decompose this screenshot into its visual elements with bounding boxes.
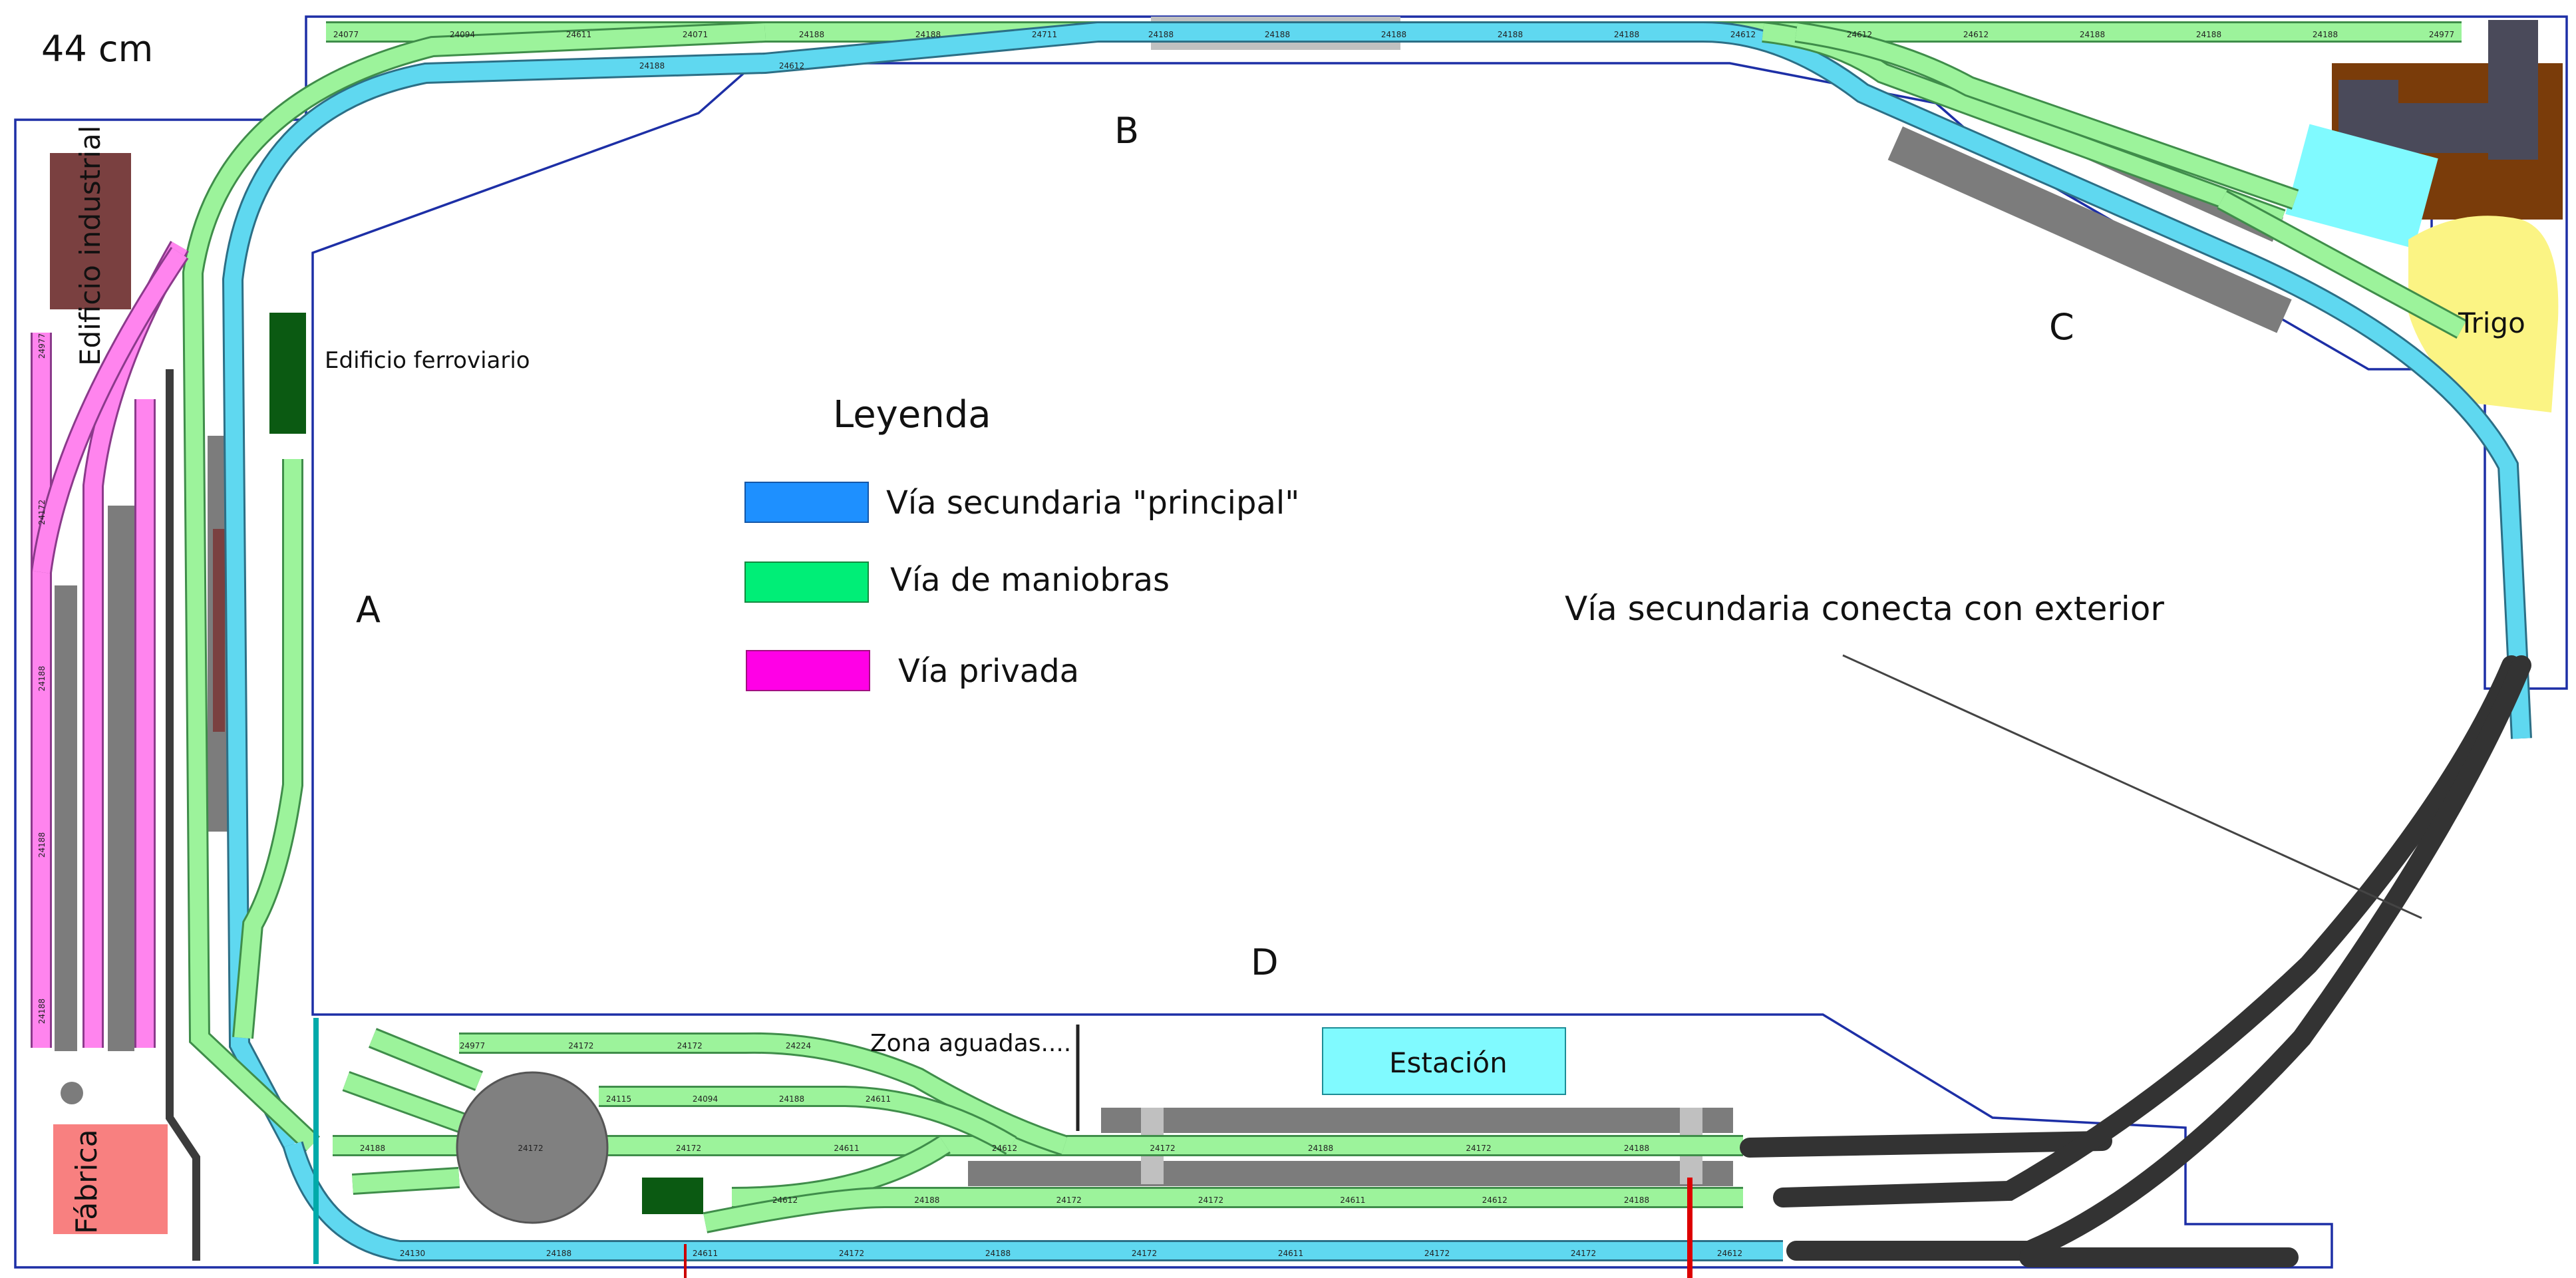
track-code: 24188: [1381, 30, 1406, 39]
factory-building: [53, 1124, 168, 1234]
track-code: 24612: [1482, 1196, 1508, 1205]
track-code: 24188: [799, 30, 824, 39]
legend-item-shunting: Vía de maniobras: [890, 561, 1170, 599]
track-code: 24188: [1148, 30, 1174, 39]
track-code: 24611: [1278, 1249, 1303, 1258]
platform-left-2: [108, 506, 134, 1051]
farm-area: [2285, 20, 2563, 412]
track-code: 24172: [37, 500, 47, 525]
track-code: 24188: [2080, 30, 2105, 39]
zone-d-label: D: [1251, 941, 1279, 983]
industrial-building-label: Edificio industrial: [74, 126, 106, 366]
farm-silo: [2285, 124, 2438, 249]
railway-building-label: Edificio ferroviario: [325, 347, 530, 374]
track-code: 24172: [1150, 1144, 1175, 1153]
track-code: 24188: [1308, 1144, 1333, 1153]
track-code: 24172: [518, 1144, 543, 1153]
track-code: 24172: [1056, 1196, 1082, 1205]
track-code: 24611: [693, 1249, 718, 1258]
track-code: 24188: [1614, 30, 1639, 39]
water-zone-label: Zona aguadas....: [870, 1030, 1071, 1057]
factory-label: Fábrica: [70, 1129, 104, 1234]
track-code: 24130: [400, 1249, 425, 1258]
platform-d-top: [1101, 1108, 1733, 1133]
track-code: 24612: [1963, 30, 1989, 39]
track-code: 24188: [1498, 30, 1523, 39]
legend-item-main: Vía secundaria "principal": [886, 484, 1299, 522]
wheat-label: Trigo: [2458, 307, 2525, 339]
legend-swatch-shunting: [744, 561, 869, 603]
track-code: 24172: [1466, 1144, 1491, 1153]
turntable: [456, 1071, 609, 1224]
track-code: 24612: [992, 1144, 1017, 1153]
track-code: 24188: [1265, 30, 1290, 39]
track-code: 24977: [460, 1041, 485, 1050]
track-codes: 24077 24094 24611 24071 24188 24188 24711 24188…: [37, 30, 2454, 1258]
track-code: 24612: [779, 61, 804, 71]
track-code: 24188: [2313, 30, 2338, 39]
legend-title: Leyenda: [833, 393, 991, 436]
track-code: 24172: [676, 1144, 701, 1153]
track-code: 24172: [568, 1041, 593, 1050]
track-code: 24188: [1624, 1196, 1649, 1205]
station-label: Estación: [1389, 1046, 1508, 1079]
legend-swatch-private: [746, 650, 870, 691]
track-code: 24071: [683, 30, 708, 39]
track-code: 24172: [677, 1041, 703, 1050]
scale-label: 44 cm: [41, 28, 153, 70]
track-code: 24172: [1198, 1196, 1223, 1205]
railway-building: [269, 313, 306, 434]
track-code: 24188: [1624, 1144, 1649, 1153]
track-code: 24188: [914, 1196, 939, 1205]
track-code: 24611: [834, 1144, 859, 1153]
wheat-field: [2408, 216, 2559, 412]
track-code: 24611: [566, 30, 591, 39]
track-code: 24612: [1847, 30, 1872, 39]
track-code: 24188: [360, 1144, 385, 1153]
track-code: 24188: [779, 1094, 804, 1104]
legend-item-private: Vía privada: [898, 653, 1079, 690]
platform-d-mid: [968, 1161, 1733, 1186]
track-code: 24094: [693, 1094, 718, 1104]
track-code: 24172: [839, 1249, 864, 1258]
legend-swatch-main: [744, 482, 869, 523]
station-building: [1322, 1027, 1566, 1095]
zone-a-label: A: [356, 589, 381, 631]
track-code: 24188: [915, 30, 941, 39]
track-code: 24172: [1424, 1249, 1450, 1258]
exterior-connection-label: Vía secundaria conecta con exterior: [1565, 589, 2164, 628]
track-code: 24224: [786, 1041, 811, 1050]
track-code: 24612: [772, 1196, 798, 1205]
track-code: 24115: [606, 1094, 631, 1104]
track-code: 24711: [1032, 30, 1057, 39]
small-building: [642, 1178, 703, 1214]
track-code: 24077: [333, 30, 359, 39]
track-code: 24188: [37, 666, 47, 691]
track-code: 24611: [1340, 1196, 1365, 1205]
track-code: 24977: [37, 333, 47, 359]
track-code: 24188: [985, 1249, 1011, 1258]
industrial-building: [50, 153, 131, 309]
factory-tank: [61, 1082, 83, 1104]
track-code: 24612: [1717, 1249, 1742, 1258]
track-code: 24612: [1730, 30, 1756, 39]
platform-c-1: [1887, 126, 2292, 333]
track-code: 24188: [37, 832, 47, 858]
zone-c-label: C: [2049, 306, 2074, 348]
track-code: 24172: [1571, 1249, 1596, 1258]
track-code: 24188: [2196, 30, 2221, 39]
track-code: 24188: [37, 999, 47, 1024]
track-code: 24172: [1132, 1249, 1157, 1258]
track-code: 24977: [2429, 30, 2454, 39]
platform-left-1: [55, 585, 77, 1051]
track-code: 24094: [450, 30, 475, 39]
track-code: 24611: [866, 1094, 891, 1104]
zone-b-label: B: [1114, 110, 1139, 152]
track-code: 24188: [639, 61, 665, 71]
track-code: 24188: [546, 1249, 571, 1258]
